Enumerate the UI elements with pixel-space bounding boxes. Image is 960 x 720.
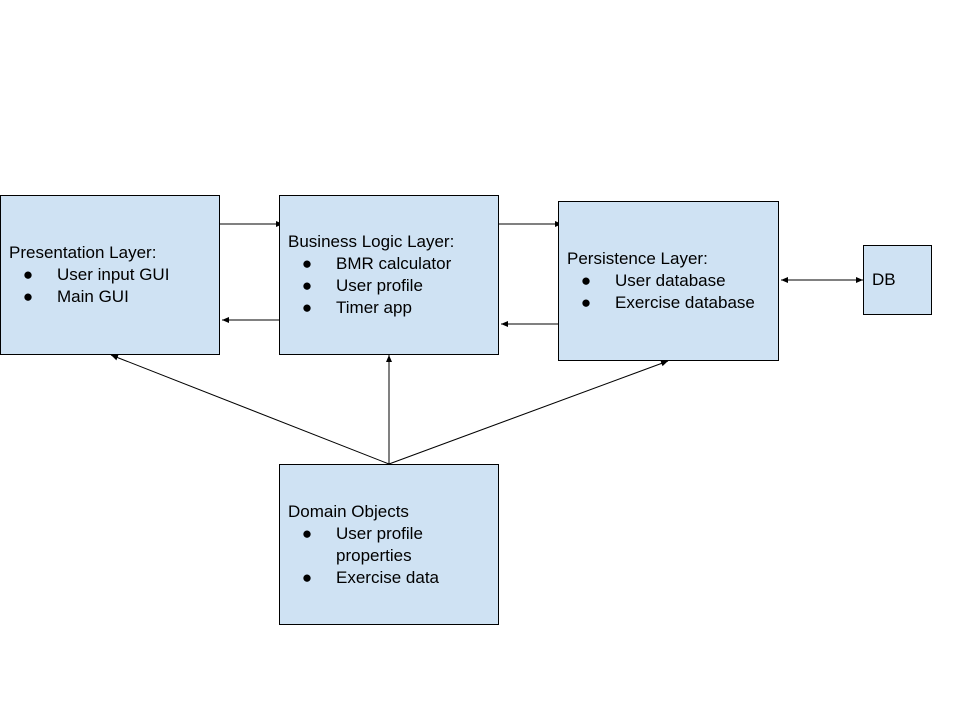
list-item: ● Exercise data xyxy=(288,567,490,589)
list-item: ● User input GUI xyxy=(9,264,211,286)
bullet-icon: ● xyxy=(301,254,313,273)
bullet-icon: ● xyxy=(301,567,313,587)
list-item-text: BMR calculator xyxy=(336,254,452,273)
list-item-text: Exercise data xyxy=(336,567,439,587)
edge-domain-to-presentation xyxy=(110,354,390,465)
db-box: DB xyxy=(863,245,932,315)
list-item: ● Exercise database xyxy=(567,292,770,314)
business-logic-layer-box: Business Logic Layer: ● BMR calculator ●… xyxy=(279,195,499,355)
list-item: ● Main GUI xyxy=(9,286,211,308)
list-item-text: User input GUI xyxy=(57,265,170,284)
list-item-text: Exercise database xyxy=(615,293,755,312)
list-item: ● User database xyxy=(567,270,770,292)
list-item-text: User profile xyxy=(336,276,423,295)
business-logic-layer-title: Business Logic Layer: xyxy=(288,232,455,251)
domain-objects-box: Domain Objects ● User profile properties… xyxy=(279,464,499,625)
bullet-icon: ● xyxy=(580,271,592,290)
bullet-icon: ● xyxy=(22,287,34,306)
bullet-icon: ● xyxy=(580,293,592,312)
list-item-text: Timer app xyxy=(336,298,412,317)
bullet-icon: ● xyxy=(22,265,34,284)
list-item: ● User profile xyxy=(288,275,490,297)
persistence-layer-box: Persistence Layer: ● User database ● Exe… xyxy=(558,201,779,361)
list-item: ● Timer app xyxy=(288,297,490,319)
domain-objects-title: Domain Objects xyxy=(288,501,409,521)
presentation-layer-title: Presentation Layer: xyxy=(9,243,157,262)
db-title: DB xyxy=(872,270,896,289)
bullet-icon: ● xyxy=(301,523,313,543)
list-item-text: Main GUI xyxy=(57,287,129,306)
edge-domain-to-persistence xyxy=(388,360,669,465)
bullet-icon: ● xyxy=(301,276,313,295)
bullet-icon: ● xyxy=(301,298,313,317)
list-item: ● BMR calculator xyxy=(288,253,490,275)
presentation-layer-box: Presentation Layer: ● User input GUI ● M… xyxy=(0,195,220,355)
list-item: ● User profile properties xyxy=(288,523,490,567)
list-item-text: User profile properties xyxy=(336,523,423,565)
list-item-text: User database xyxy=(615,271,726,290)
persistence-layer-title: Persistence Layer: xyxy=(567,249,708,268)
